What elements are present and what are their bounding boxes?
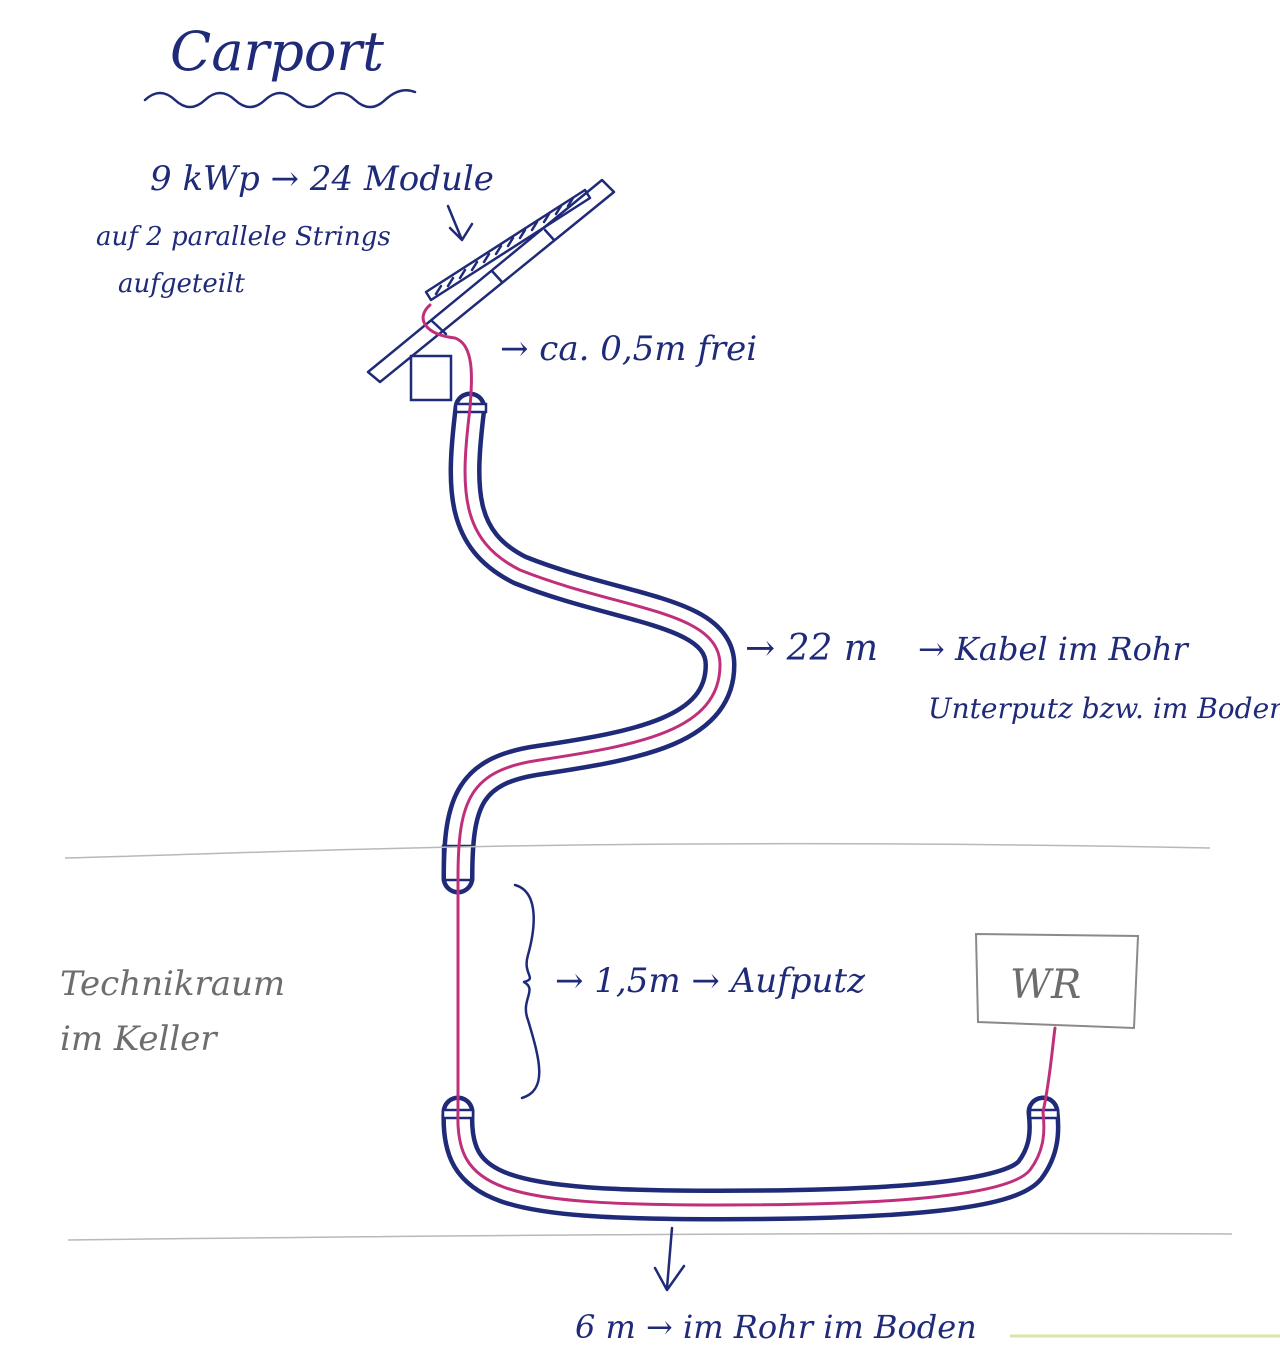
solar-module [424, 188, 592, 302]
upper-conduit [441, 391, 737, 895]
room-label-line2: im Keller [60, 1019, 218, 1059]
inverter: WR [974, 932, 1140, 1030]
floor-line [67, 1232, 1233, 1241]
run-desc-line1: → Kabel im Rohr [918, 630, 1190, 668]
power-note: 9 kWp → 24 Module [150, 159, 494, 199]
floor-run-note: 6 m → im Rohr im Boden [575, 1308, 977, 1346]
strings-note-line1: auf 2 parallele Strings [96, 222, 391, 252]
module-pointer-arrow [446, 204, 474, 242]
inverter-label: WR [1010, 962, 1081, 1008]
run-length-note: → 22 m [745, 628, 878, 669]
surface-run-note: → 1,5m → Aufputz [555, 961, 866, 1001]
lower-conduit [441, 1095, 1061, 1222]
sketch-title: Carport [170, 20, 384, 83]
carport-roof [366, 178, 616, 384]
strings-note-line2: aufgeteilt [118, 269, 245, 299]
free-length-note: → ca. 0,5m frei [500, 329, 757, 369]
ceiling-line [64, 842, 1211, 859]
dc-cable [421, 303, 1057, 1207]
room-label-line1: Technikraum [60, 964, 285, 1004]
floor-run-arrow [653, 1226, 686, 1292]
title-underline [143, 89, 417, 109]
surface-run-brace [513, 883, 541, 1100]
junction-box [409, 354, 453, 402]
run-desc-line2: Unterputz bzw. im Boden [928, 692, 1280, 725]
